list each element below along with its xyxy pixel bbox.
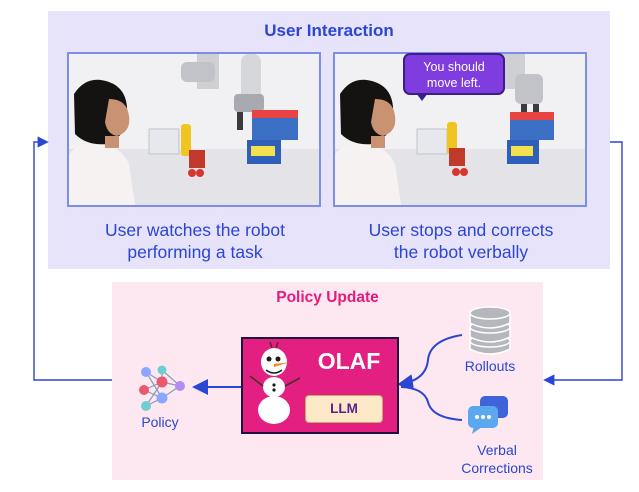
left-caption: User watches the robot performing a task <box>66 219 324 263</box>
speech-bubble-tail <box>416 93 428 101</box>
rollouts-to-olaf-arrow <box>397 334 463 390</box>
right-caption-line-1: User stops and corrects <box>368 220 554 240</box>
verbal-label-line-1: Verbal <box>477 442 517 458</box>
verbal-label-line-2: Corrections <box>461 460 533 476</box>
database-icon <box>469 306 511 355</box>
neural-network-icon <box>139 365 185 411</box>
olaf-label: OLAF <box>317 348 381 374</box>
policy-update-title: Policy Update <box>276 289 379 306</box>
left-caption-line-2: performing a task <box>127 242 263 262</box>
speech-line-2: move left. <box>426 76 482 90</box>
policy-label: Policy <box>141 414 179 430</box>
left-caption-line-1: User watches the robot <box>105 220 285 240</box>
rollouts-label: Rollouts <box>464 358 516 374</box>
user-interaction-title: User Interaction <box>264 21 394 40</box>
robot-task-photo <box>67 52 321 207</box>
speech-bubble: You should move left. <box>403 53 505 95</box>
chat-bubbles-icon <box>468 396 508 434</box>
speech-line-1: You should <box>423 60 485 74</box>
right-caption-line-2: the robot verbally <box>393 242 529 262</box>
right-caption: User stops and corrects the robot verbal… <box>330 219 592 263</box>
right-loop-arrow <box>543 141 623 386</box>
left-loop-arrow <box>33 136 112 381</box>
snowman-icon <box>249 342 301 424</box>
verbal-corrections-label: Verbal Corrections <box>452 441 542 477</box>
llm-box: LLM <box>305 395 383 423</box>
corrections-to-olaf-line <box>400 386 463 421</box>
